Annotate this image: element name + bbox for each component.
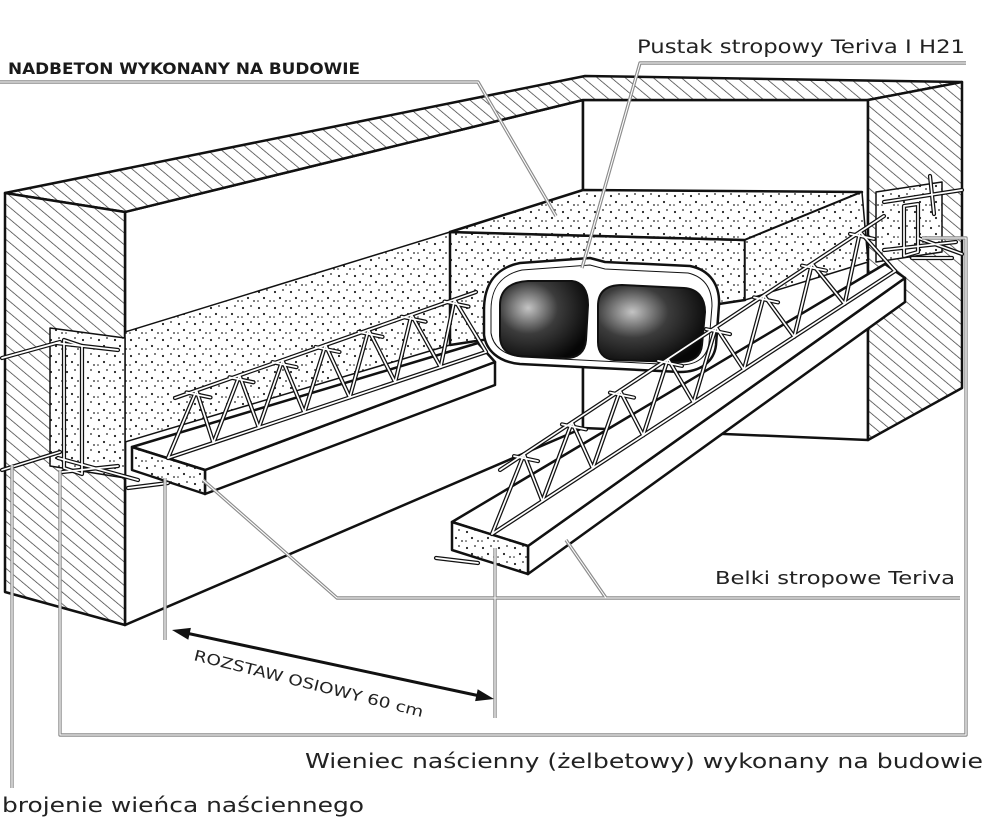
truss-left-diagonal — [394, 313, 442, 384]
truss-left-diagonal — [348, 329, 396, 399]
truss-right-diagonal — [843, 231, 896, 305]
truss-right-apex-bar — [561, 423, 587, 431]
dimension-arrowhead-left — [172, 627, 191, 640]
hollow-block-void-left — [499, 280, 590, 360]
leader-floor-beams-right — [565, 539, 607, 599]
rebar-left-lower-inner — [57, 457, 139, 481]
truss-right-apex-bar — [801, 264, 827, 272]
truss-right-apex-bar — [705, 328, 731, 335]
ring-beam-back-wall-band — [744, 191, 869, 301]
rebar-right-upper — [883, 189, 963, 203]
beam-right-end-section — [450, 520, 530, 576]
floor-beams-label: Belki stropowe Teriva — [715, 568, 955, 589]
topping-concrete-label: NADBETON WYKONANY NA BUDOWIE — [8, 59, 360, 78]
truss-right-apex-bar — [657, 360, 683, 367]
rebar-beam-right-end — [435, 557, 479, 564]
truss-left-diagonal — [303, 344, 351, 414]
dimension-arrowhead-right — [475, 689, 494, 702]
truss-right-diagonal — [541, 421, 594, 502]
truss-right-apex-bar — [513, 455, 539, 462]
truss-right-diagonal — [591, 389, 644, 470]
truss-left-diagonal — [439, 298, 487, 368]
truss-left-bottom-chord — [167, 351, 487, 459]
leader-topping-concrete — [0, 81, 557, 217]
truss-right-apex-bar — [849, 233, 875, 240]
truss-right-diagonal — [491, 453, 544, 535]
leader-lines — [0, 61, 968, 788]
rebar-right-stirrup — [903, 203, 919, 257]
truss-left-apex-bar — [228, 376, 255, 384]
truss-left-diagonal — [258, 359, 306, 429]
truss-right-diagonal — [743, 294, 796, 371]
leader-ring-beam — [59, 237, 967, 736]
truss-left-apex-bar — [443, 300, 470, 308]
truss-right-apex-bar — [609, 391, 635, 399]
ring-beam-reinforcement-label: brojenie wieńca naściennego — [2, 793, 364, 817]
truss-left-diagonal — [167, 389, 215, 459]
hollow-block-label: Pustak stropowy Teriva I H21 — [637, 36, 965, 58]
truss-left-apex-bar — [185, 391, 212, 399]
truss-left-apex-bar — [357, 331, 384, 338]
rebar-right-vertical — [929, 175, 935, 215]
hollow-block — [482, 256, 721, 374]
truss-right-diagonal — [642, 358, 695, 437]
truss-right-diagonal — [692, 326, 745, 404]
truss-right-apex-bar — [753, 296, 779, 304]
leader-floor-beams-left — [202, 479, 960, 599]
rebar-left-upper-inner — [55, 342, 119, 351]
dimension-line — [185, 631, 481, 698]
truss-left-apex-bar — [400, 315, 427, 323]
ring-beam-label: Wieniec naścienny (żelbetowy) wykonany n… — [305, 749, 983, 773]
spacing-label: ROZSTAW OSIOWY 60 cm — [192, 646, 425, 721]
labels: NADBETON WYKONANY NA BUDOWIE Pustak stro… — [2, 36, 983, 817]
rebar-left-upper — [1, 341, 61, 359]
beam-left-end-section — [130, 445, 207, 496]
beam-truss-lattices — [165, 213, 898, 537]
truss-left-apex-bar — [271, 361, 298, 368]
hollow-block-void-right — [597, 283, 707, 364]
truss-left-diagonal — [212, 374, 260, 444]
rebar-right-lower — [883, 241, 957, 251]
truss-right-diagonal — [793, 262, 846, 338]
rebar-right-diagonal — [917, 237, 963, 255]
rebar-left-stirrup — [63, 339, 83, 475]
leader-hollow-block — [581, 62, 966, 269]
truss-left-apex-bar — [314, 346, 341, 353]
spacing-dimension: ROZSTAW OSIOWY 60 cm — [172, 627, 494, 721]
truss-right-top-chord — [499, 215, 885, 471]
ring-beam-rebars — [0, 173, 965, 566]
rebar-beam-left-end — [127, 482, 169, 489]
